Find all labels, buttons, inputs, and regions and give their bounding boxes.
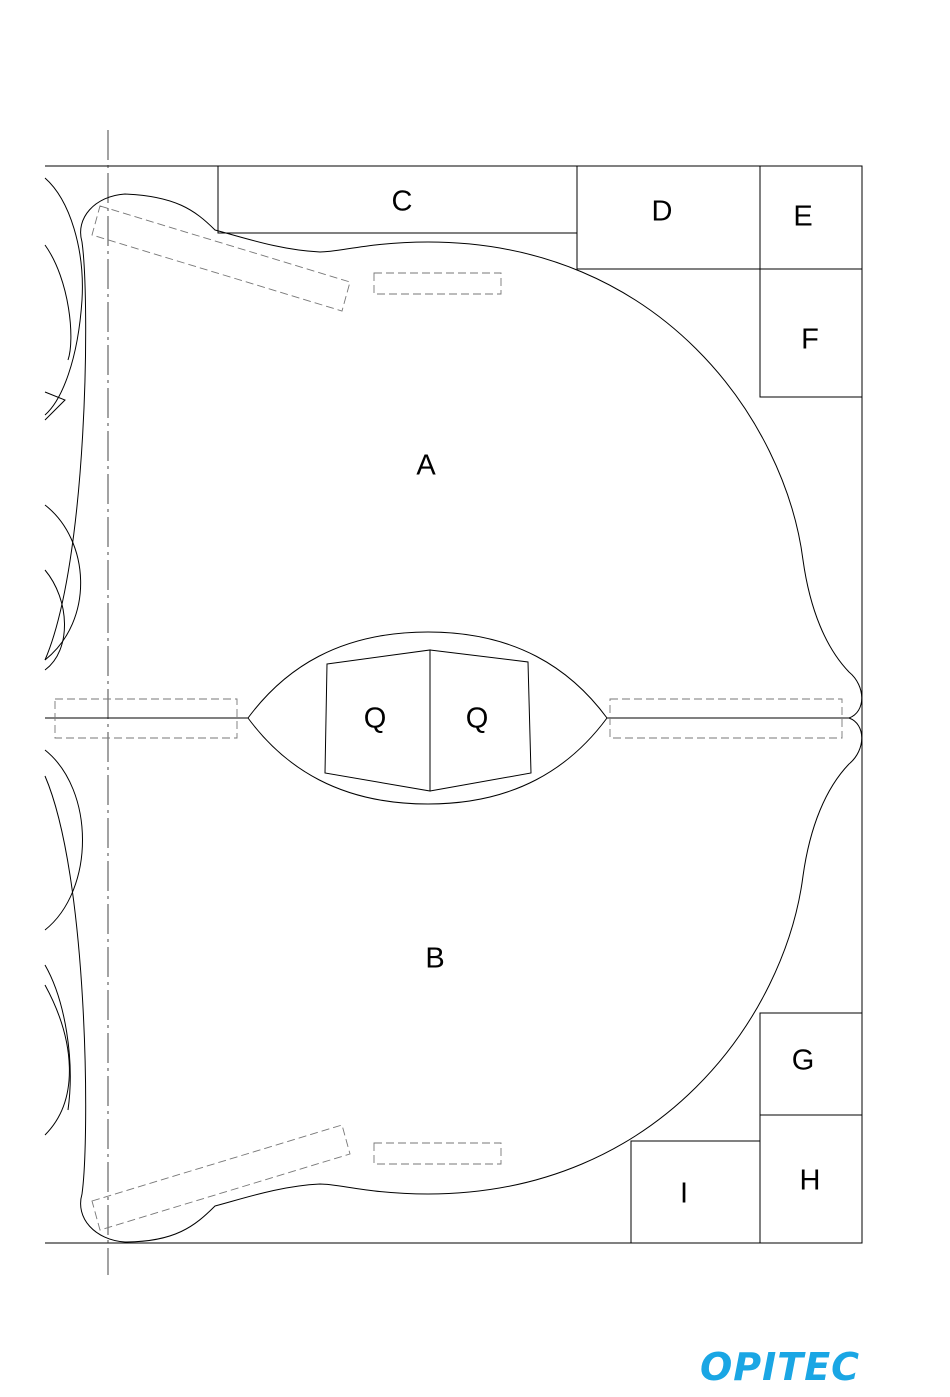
slot-bottom-left-angled <box>92 1125 350 1230</box>
label-e: E <box>793 201 812 233</box>
label-d: D <box>652 196 673 228</box>
label-q-right: Q <box>466 703 489 735</box>
label-f: F <box>801 324 819 356</box>
part-b-outline <box>45 718 862 1242</box>
slot-top-left-angled <box>92 206 350 311</box>
label-b: B <box>425 943 444 975</box>
sheet-border <box>45 166 862 1243</box>
slot-top-center <box>374 273 501 294</box>
slot-bottom-center <box>374 1143 501 1164</box>
part-i-outline <box>631 1141 760 1243</box>
label-g: G <box>792 1045 815 1077</box>
label-h: H <box>800 1165 821 1197</box>
label-i: I <box>680 1178 688 1210</box>
left-edge-arcs <box>45 178 83 1135</box>
label-a: A <box>416 450 436 482</box>
label-c: C <box>392 186 413 218</box>
opitec-logo: OPITEC <box>700 1345 860 1389</box>
label-q-left: Q <box>364 703 387 735</box>
